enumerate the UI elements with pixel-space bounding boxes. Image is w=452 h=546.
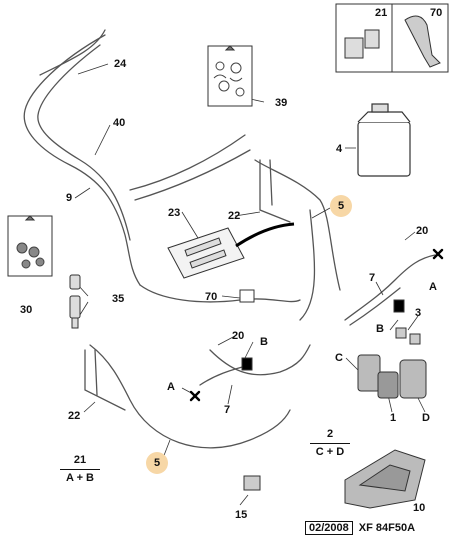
callout-20-lower: 20 (232, 330, 245, 342)
callout-23: 23 (168, 207, 181, 219)
tray-10 (344, 449, 426, 509)
hose-set-23 (167, 222, 295, 279)
callout-21: 21 (375, 7, 388, 19)
fraction-2-top: 2 (326, 428, 334, 440)
fluid-can-4 (357, 103, 411, 177)
callout-15: 15 (235, 509, 248, 521)
callout-22-upper: 22 (228, 210, 241, 222)
callout-3: 3 (415, 307, 422, 319)
label-A-lower: A (167, 381, 175, 393)
callout-20-right: 20 (416, 225, 429, 237)
callout-30: 30 (20, 304, 33, 316)
callout-5-lower: 5 (154, 457, 161, 469)
highlight-5-lower (146, 452, 168, 474)
fraction-21-bottom: A + B (65, 472, 94, 484)
fraction-21-top: 21 (73, 454, 87, 466)
callout-9: 9 (66, 192, 73, 204)
callout-7-right: 7 (369, 272, 376, 284)
pipe-40 (23, 34, 141, 286)
inset-box (335, 3, 449, 73)
label-B-right: B (376, 323, 384, 335)
callout-22-lower: 22 (68, 410, 81, 422)
callout-5-upper: 5 (338, 200, 345, 212)
pipe-22-upper (259, 159, 291, 223)
callout-24: 24 (114, 58, 127, 70)
fraction-2-bottom: C + D (315, 446, 345, 458)
clip-15 (243, 475, 261, 491)
footer-date: 02/2008 (305, 521, 353, 535)
pipe-7-right (344, 254, 436, 321)
brake-units (241, 299, 427, 399)
pipe-9 (37, 44, 131, 241)
callout-4: 4 (336, 143, 343, 155)
marker-x (189, 248, 444, 402)
callout-40: 40 (113, 117, 126, 129)
label-A-right: A (429, 281, 437, 293)
fraction-21: 21 A + B (60, 454, 100, 485)
callout-7-lower: 7 (224, 404, 231, 416)
footer-reference: XF 84F50A (358, 522, 416, 534)
kit-bag-39 (207, 45, 253, 107)
highlight-5-upper (330, 195, 352, 217)
fraction-2-bar (310, 443, 350, 444)
callout-39: 39 (275, 97, 288, 109)
clip-70 (239, 289, 255, 303)
diagram-footer: 02/2008 XF 84F50A (305, 521, 416, 535)
callout-70-inset: 70 (430, 7, 443, 19)
kit-bag-30 (7, 215, 53, 277)
callout-1: 1 (390, 412, 397, 424)
connector-35 (69, 274, 81, 329)
callout-10: 10 (413, 502, 426, 514)
fraction-21-bar (60, 469, 100, 470)
callout-35: 35 (112, 293, 125, 305)
label-B-lower: B (260, 336, 268, 348)
label-D: D (422, 412, 430, 424)
pipe-5-lower (89, 344, 291, 449)
fraction-2: 2 C + D (310, 428, 350, 459)
callout-70: 70 (205, 291, 218, 303)
label-C: C (335, 352, 343, 364)
